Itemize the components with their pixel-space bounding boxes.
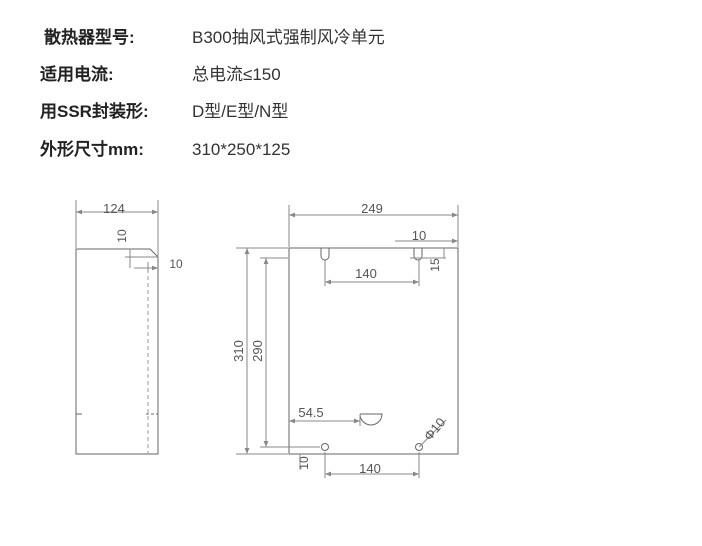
front-slot-offset-dim: 10 [412, 228, 426, 243]
spec-label-size: 外形尺寸mm: [40, 140, 144, 159]
top-slot-right [413, 248, 423, 261]
side-width-dim: 124 [103, 201, 125, 216]
front-top-hole-spacing-dim: 140 [355, 266, 377, 281]
spec-row-current: 适用电流: 总电流≤150 [0, 63, 702, 99]
front-view [236, 205, 459, 478]
front-bottom-offset-dim: 54.5 [298, 405, 323, 420]
front-height-inner-dim: 290 [250, 340, 265, 362]
side-view-outline [75, 248, 159, 455]
spec-row-model: 散热器型号: B300抽风式强制风冷单元 [0, 26, 702, 62]
side-view [75, 200, 159, 455]
spec-row-size: 外形尺寸mm: 310*250*125 [0, 138, 702, 174]
top-slot-left [320, 248, 330, 261]
spec-value-size: 310*250*125 [192, 140, 291, 159]
center-cutout [359, 413, 383, 426]
spec-value-model: B300抽风式强制风冷单元 [192, 28, 385, 47]
spec-value-package: D型/E型/N型 [192, 102, 289, 121]
spec-value-current: 总电流≤150 [192, 65, 281, 84]
bottom-hole-left [321, 443, 329, 451]
front-bottom-hole-edge-dim: 10 [297, 456, 311, 470]
front-bottom-hole-spacing-dim: 140 [359, 461, 381, 476]
side-top-offset-dim: 10 [115, 229, 129, 243]
front-width-dim: 249 [361, 201, 383, 216]
spec-label-current: 适用电流: [40, 65, 114, 84]
spec-label-model: 散热器型号: [44, 28, 135, 47]
front-view-outline [288, 247, 459, 455]
bottom-hole-right [415, 443, 423, 451]
front-height-outer-dim: 310 [231, 340, 246, 362]
front-slot-depth-dim: 15 [428, 258, 442, 272]
spec-row-package: 用SSR封装形: D型/E型/N型 [0, 100, 702, 136]
spec-label-package: 用SSR封装形: [40, 102, 149, 121]
spec-list: 散热器型号: B300抽风式强制风冷单元 适用电流: 总电流≤150 用SSR封… [0, 0, 702, 175]
side-side-offset-dim: 10 [169, 257, 183, 271]
front-hole-dia-dim: Φ10 [421, 415, 448, 444]
